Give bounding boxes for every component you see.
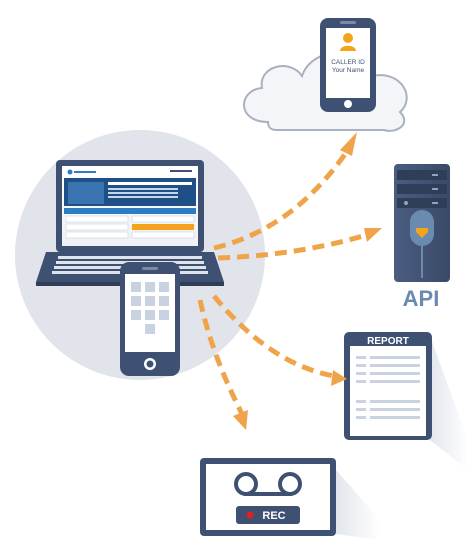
caller-id-phone: CALLER ID Your Name: [320, 18, 376, 112]
report-document: REPORT: [344, 332, 468, 470]
arrowhead-cloud: [340, 132, 357, 156]
caller-id-label: CALLER ID: [331, 59, 365, 66]
rec-label: REC: [262, 510, 285, 522]
tape-reels-icon: [234, 472, 302, 496]
person-icon: [340, 33, 356, 51]
arrow-to-recorder: [197, 299, 245, 416]
arrow-to-cloud: [213, 148, 351, 251]
caller-name-label: Your Name: [332, 67, 365, 74]
phone-keypad: [131, 282, 169, 334]
api-server-tower: [394, 164, 450, 282]
report-title: REPORT: [367, 336, 409, 347]
arrowhead-api: [364, 228, 382, 242]
shield-icon: [416, 228, 428, 238]
arrowhead-recorder: [233, 410, 248, 430]
report-lines: [356, 356, 420, 419]
smartphone: [120, 262, 180, 376]
arrow-to-report: [212, 294, 335, 379]
laptop: [36, 160, 224, 286]
record-dot-icon: [246, 511, 254, 519]
arrow-to-api: [217, 231, 371, 261]
recorder-device: REC: [200, 458, 380, 540]
api-label: API: [403, 286, 440, 311]
arrowhead-report: [331, 370, 347, 386]
